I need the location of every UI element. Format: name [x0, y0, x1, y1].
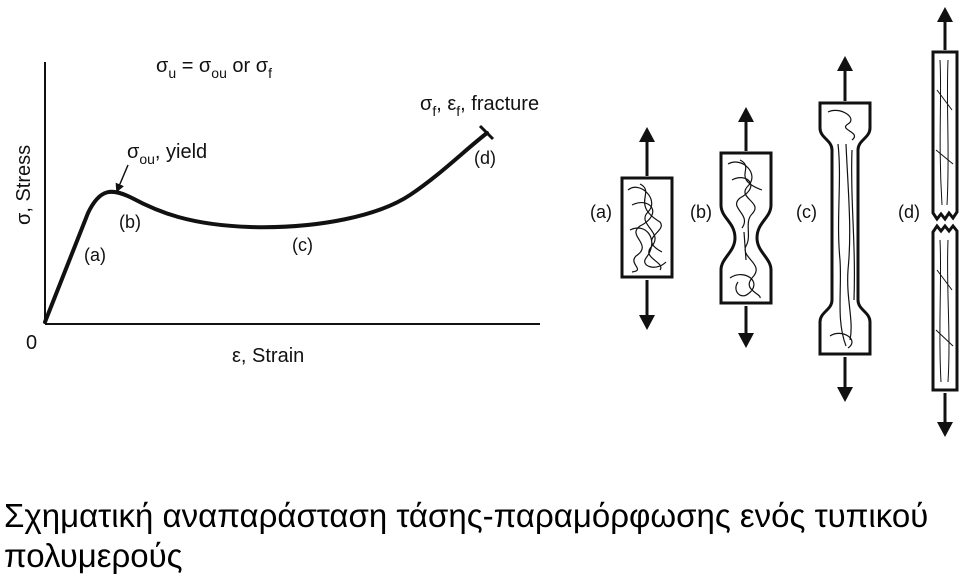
fracture-tick — [478, 124, 495, 141]
specimen-d — [931, 7, 959, 437]
specimen-b — [719, 107, 773, 348]
specimen-c — [818, 56, 872, 402]
yield-arrow — [115, 164, 129, 193]
figure-caption: Σχηματική αναπαράσταση τάσης-παραμόρφωση… — [4, 497, 929, 574]
specimen-label-a: (a) — [590, 202, 612, 222]
yield-label: σou, yield — [127, 141, 207, 167]
stress-strain-curve — [43, 131, 489, 324]
y-axis-label: σ, Stress — [13, 145, 35, 225]
region-label-c: (c) — [292, 235, 313, 255]
specimen-label-d: (d) — [898, 202, 920, 222]
specimen-a — [620, 127, 674, 330]
stress-strain-diagram: σu = σou or σf σou, yield σf, εf, fractu… — [13, 7, 959, 437]
region-label-b: (b) — [119, 212, 141, 232]
region-label-a: (a) — [84, 245, 106, 265]
fracture-label: σf, εf, fracture — [420, 93, 539, 119]
region-label-d: (d) — [474, 148, 496, 168]
ultimate-stress-equation: σu = σou or σf — [156, 55, 272, 81]
x-axis-label: ε, Strain — [232, 345, 304, 367]
specimen-label-b: (b) — [690, 202, 712, 222]
origin-label: 0 — [26, 332, 37, 354]
specimen-label-c: (c) — [796, 202, 817, 222]
